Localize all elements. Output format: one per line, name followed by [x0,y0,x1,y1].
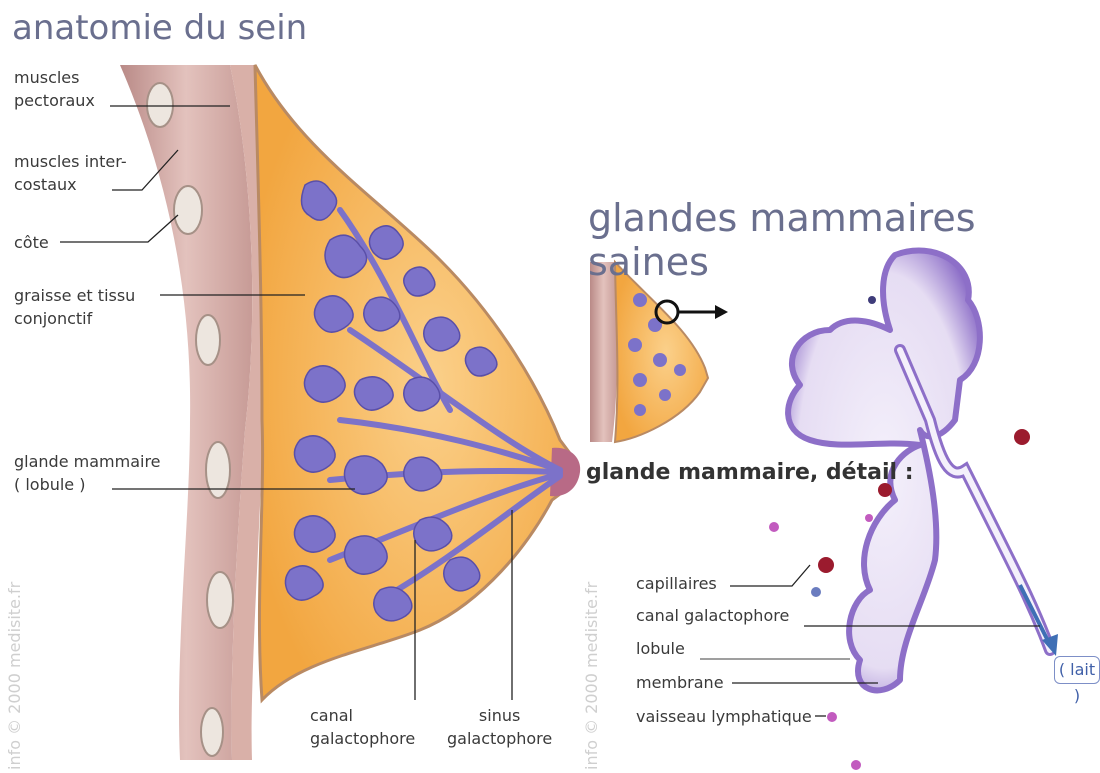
label-capillaries: capillaires [636,572,717,595]
right-title: glandes mammaires saines [588,196,1100,284]
label-line: graisse et tissu [14,284,135,307]
watermark-right: info © 2000 medisite.fr [582,582,601,770]
label-line: sinus [447,704,552,727]
label-lymph-vessel: vaisseau lymphatique [636,705,812,728]
label-pectoral-muscles: muscles pectoraux [14,66,95,112]
main-title: anatomie du sein [12,8,307,48]
label-fat-tissue: graisse et tissu conjonctif [14,284,135,330]
label-rib: côte [14,231,49,254]
label-line: glande mammaire [14,450,161,473]
label-line: galactophore [447,727,552,750]
label-line: conjonctif [14,307,135,330]
milk-label: ( lait ) [1054,656,1100,684]
label-intercostal-muscles: muscles inter- costaux [14,150,127,196]
label-lactiferous-duct: canal galactophore [310,704,415,750]
label-lactiferous-sinus: sinus galactophore [447,704,552,750]
label-line: muscles [14,66,95,89]
breast-thumbnail [590,262,728,442]
label-line: côte [14,231,49,254]
label-line: muscles inter- [14,150,127,173]
watermark-left: info © 2000 medisite.fr [5,582,24,770]
pectoral-muscle-shape [120,65,252,760]
label-duct-detail: canal galactophore [636,604,789,627]
label-line: galactophore [310,727,415,750]
label-line: ( lobule ) [14,473,161,496]
label-line: canal [310,704,415,727]
label-membrane: membrane [636,671,724,694]
label-mammary-gland: glande mammaire ( lobule ) [14,450,161,496]
label-lobule: lobule [636,637,685,660]
detail-heading: glande mammaire, détail : [586,460,914,485]
label-line: pectoraux [14,89,95,112]
label-line: costaux [14,173,127,196]
